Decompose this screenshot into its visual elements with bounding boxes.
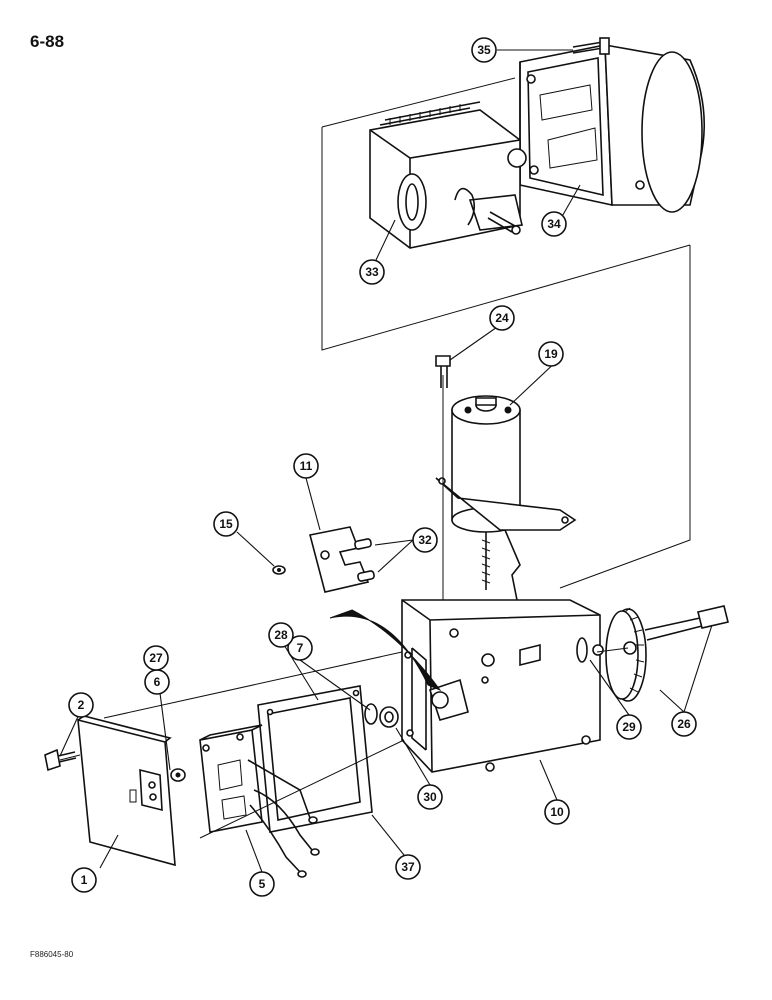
svg-text:33: 33 bbox=[365, 265, 379, 279]
callout-1: 1 bbox=[71, 867, 97, 893]
leader-lines bbox=[59, 49, 713, 873]
screw-part-15 bbox=[272, 565, 286, 575]
nut-part-30 bbox=[379, 706, 399, 728]
svg-text:15: 15 bbox=[219, 517, 233, 531]
figure-code: F886045-80 bbox=[30, 950, 74, 959]
svg-text:7: 7 bbox=[297, 641, 304, 655]
assembly-direction-arrow bbox=[329, 609, 442, 692]
callout-33: 33 bbox=[359, 259, 385, 285]
gear-part-26 bbox=[605, 605, 729, 702]
screw-part-24 bbox=[435, 355, 451, 630]
callout-35: 35 bbox=[471, 37, 497, 63]
bracket-part-11 bbox=[309, 526, 370, 593]
svg-text:29: 29 bbox=[622, 720, 636, 734]
callout-11: 11 bbox=[293, 453, 319, 479]
svg-text:1: 1 bbox=[81, 873, 88, 887]
page-number: 6-88 bbox=[30, 32, 65, 51]
callout-28: 28 bbox=[268, 622, 294, 648]
svg-text:37: 37 bbox=[401, 860, 415, 874]
callout-7: 7 bbox=[287, 635, 313, 661]
bolt-part-35 bbox=[572, 37, 610, 55]
switch-assembly-part-33 bbox=[369, 101, 527, 249]
alignment-lines bbox=[59, 647, 629, 839]
washer-part-29 bbox=[576, 637, 588, 663]
svg-text:10: 10 bbox=[550, 805, 564, 819]
nut-part-6 bbox=[170, 768, 186, 782]
circuit-board-part-5 bbox=[199, 724, 320, 878]
callout-27: 27 bbox=[143, 645, 169, 671]
svg-text:5: 5 bbox=[259, 877, 266, 891]
svg-text:28: 28 bbox=[274, 628, 288, 642]
svg-text:6: 6 bbox=[154, 675, 161, 689]
pins-part-32 bbox=[354, 538, 375, 582]
callout-30: 30 bbox=[417, 784, 443, 810]
callout-2: 2 bbox=[68, 692, 94, 718]
washer-part-7 bbox=[364, 703, 378, 725]
svg-text:27: 27 bbox=[149, 651, 163, 665]
callout-15: 15 bbox=[213, 511, 239, 537]
callout-5: 5 bbox=[249, 871, 275, 897]
motor-part-19 bbox=[435, 395, 577, 609]
callout-6: 6 bbox=[144, 669, 170, 695]
svg-text:32: 32 bbox=[418, 533, 432, 547]
case-part-10 bbox=[401, 599, 604, 773]
callout-37: 37 bbox=[395, 854, 421, 880]
callout-34: 34 bbox=[541, 211, 567, 237]
svg-text:30: 30 bbox=[423, 790, 437, 804]
svg-text:34: 34 bbox=[547, 217, 561, 231]
callout-24: 24 bbox=[489, 305, 515, 331]
svg-text:24: 24 bbox=[495, 311, 509, 325]
housing-part-34 bbox=[519, 44, 706, 213]
assembly-outline-upper bbox=[321, 77, 691, 351]
svg-text:35: 35 bbox=[477, 43, 491, 57]
svg-text:2: 2 bbox=[78, 698, 85, 712]
callout-32: 32 bbox=[412, 527, 438, 553]
callout-26: 26 bbox=[671, 711, 697, 737]
cover-plate-part-1 bbox=[77, 715, 176, 867]
svg-text:26: 26 bbox=[677, 717, 691, 731]
callout-29: 29 bbox=[616, 714, 642, 740]
callout-10: 10 bbox=[544, 799, 570, 825]
assembly-outline-motor bbox=[559, 245, 691, 589]
svg-text:19: 19 bbox=[544, 347, 558, 361]
svg-text:11: 11 bbox=[300, 459, 313, 473]
callout-19: 19 bbox=[538, 341, 564, 367]
gasket-part-37 bbox=[257, 685, 373, 833]
